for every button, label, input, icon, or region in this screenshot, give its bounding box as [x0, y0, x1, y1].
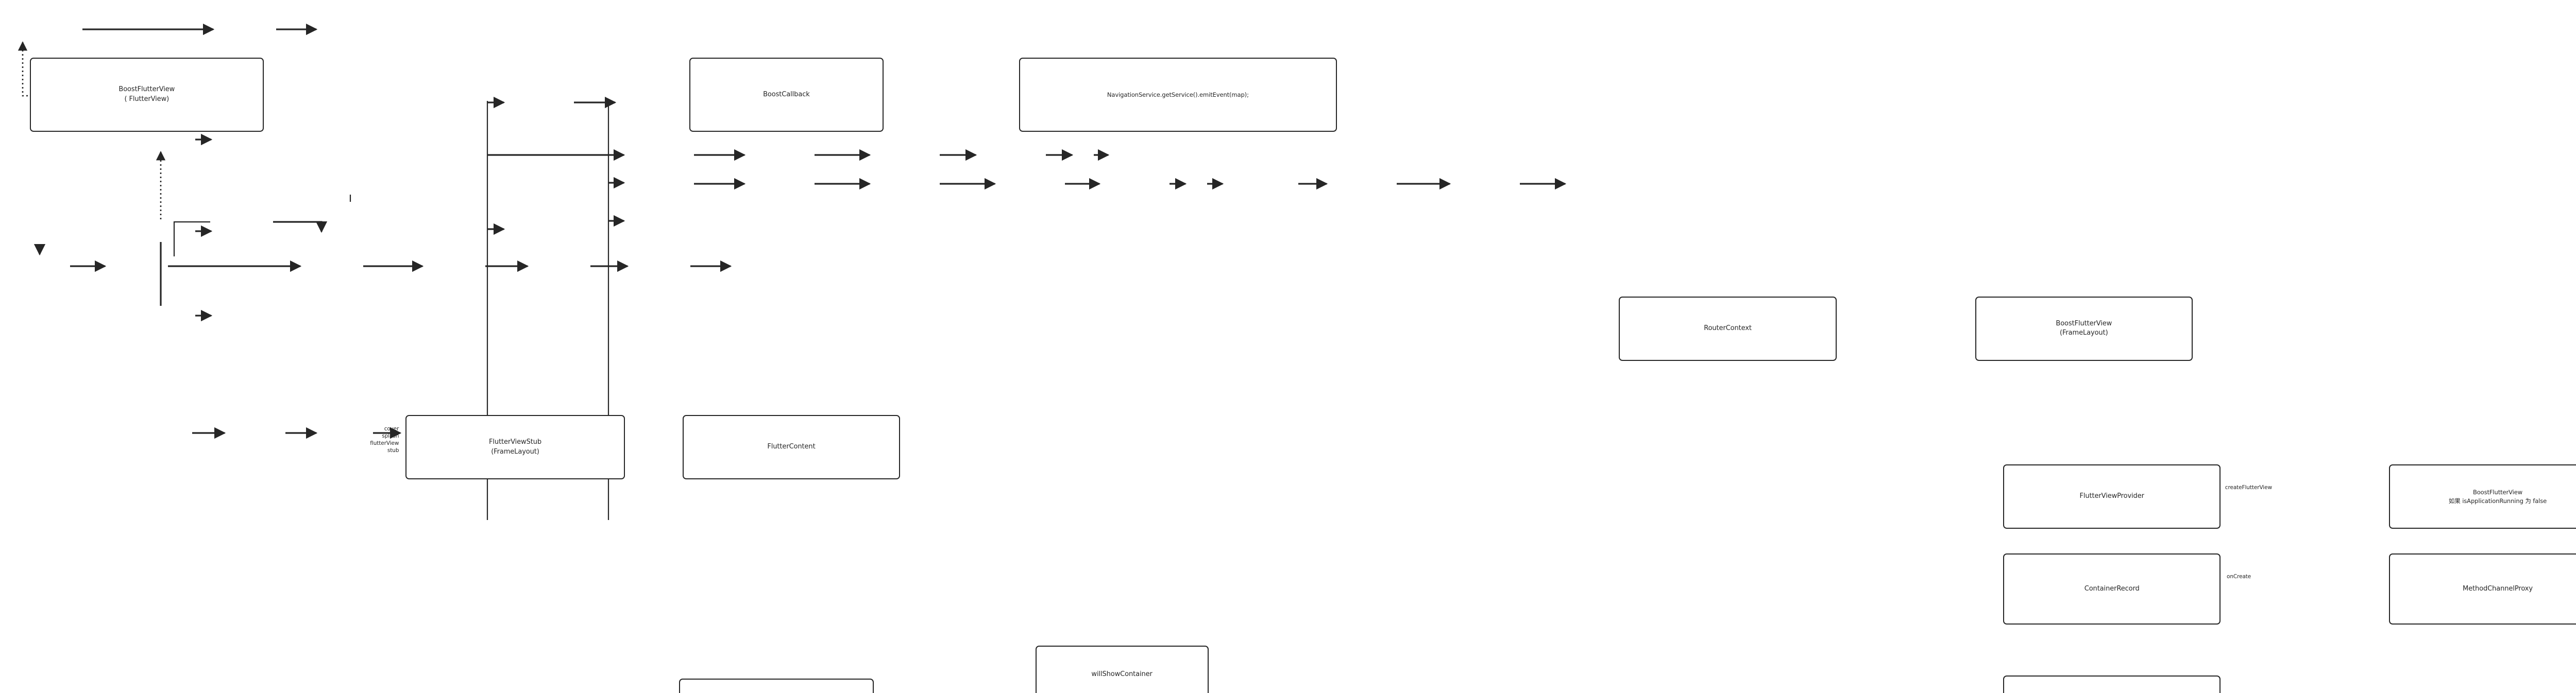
node-containerRecordTop: ContainerRecord	[2003, 553, 2221, 625]
node-boostFlutterViewRight: BoostFlutterView (FrameLayout)	[1975, 297, 2193, 361]
node-boostFlutterViewCond: BoostFlutterView 如果 isApplicationRunning…	[2388, 464, 2576, 529]
edge-label-coverSplashStub: cover splash flutterView stub	[370, 425, 399, 454]
node-pageRegistrant: PageRegistrant	[2003, 675, 2221, 693]
node-flutterViewProvider: FlutterViewProvider	[2003, 464, 2221, 529]
node-navServicePageOnStart: NavigationService pageOnStart	[679, 679, 874, 693]
node-methodChannelProxy: MethodChannelProxy	[2388, 553, 2576, 625]
node-flutterViewStub: FlutterViewStub (FrameLayout)	[405, 415, 625, 480]
node-navServiceEmitEvent: NavigationService.getService().emitEvent…	[1019, 58, 1337, 132]
node-boostCallback: BoostCallback	[689, 58, 884, 132]
node-boostFlutterView: BoostFlutterView ( FlutterView)	[29, 58, 264, 132]
edge-label-createFlutterView: createFlutterView	[2224, 484, 2273, 492]
node-willShowContainer: willShowContainer	[1035, 646, 1209, 693]
node-flutterContent: FlutterContent	[682, 415, 901, 480]
edge-label-onCreate: onCreate	[2226, 573, 2252, 581]
node-routerContext: RouterContext	[1619, 297, 1837, 361]
